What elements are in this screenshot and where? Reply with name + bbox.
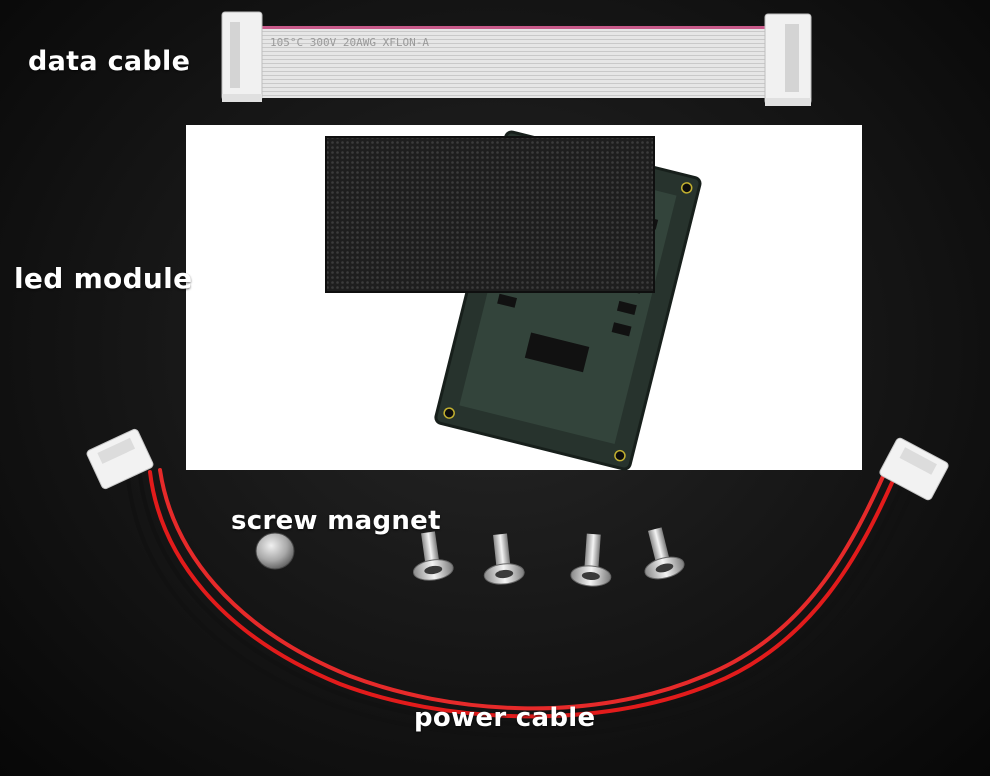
label-led-module: led module xyxy=(14,262,193,295)
data-connector-left xyxy=(221,11,263,102)
ribbon-print-text: 105°C 300V 20AWG XFLON-A xyxy=(270,36,429,49)
screw-4 xyxy=(644,527,685,580)
data-connector-right xyxy=(764,13,812,106)
power-cable xyxy=(86,428,949,738)
label-screw-magnet: screw magnet xyxy=(231,506,441,536)
power-connector-right xyxy=(879,437,949,501)
ribbon-body xyxy=(255,26,775,98)
ribbon-red-edge xyxy=(255,26,775,29)
power-connector-left xyxy=(86,428,154,490)
magnet xyxy=(255,532,295,570)
led-matrix-panel xyxy=(325,136,655,293)
label-power-cable: power cable xyxy=(414,703,596,733)
screw-3 xyxy=(570,533,612,587)
screw-1 xyxy=(412,531,454,581)
screw-2 xyxy=(483,533,525,585)
pcb-header-connector xyxy=(524,332,590,373)
screws xyxy=(412,527,685,587)
data-cable: 105°C 300V 20AWG XFLON-A xyxy=(221,11,812,106)
label-data-cable: data cable xyxy=(28,46,191,77)
